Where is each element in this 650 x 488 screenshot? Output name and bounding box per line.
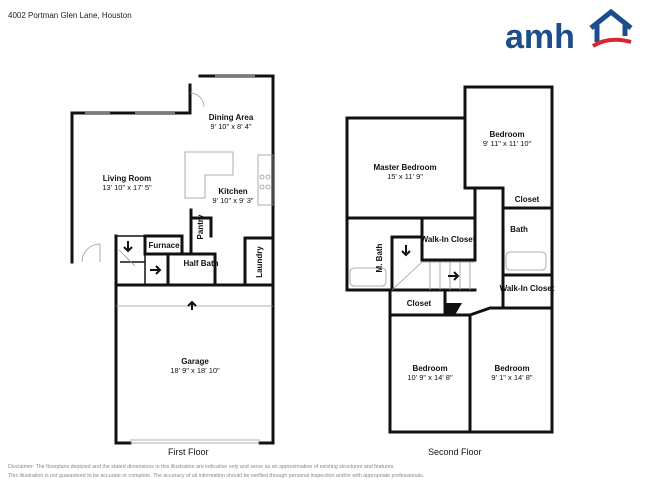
stair-arrow-icon xyxy=(123,241,133,253)
room-dims: 10' 9" x 14' 8" xyxy=(407,373,453,382)
room-dims: 9' 10" x 9' 3" xyxy=(212,196,253,205)
room-label: Living Room xyxy=(103,174,151,183)
room-label: Half Bath xyxy=(183,259,218,268)
room-label: Dining Area xyxy=(209,113,254,122)
stair-arrow-icon xyxy=(448,271,460,281)
first-floor-label: First Floor xyxy=(168,447,209,457)
room-dims: 18' 9" x 18' 10" xyxy=(170,366,220,375)
room-label: Closet xyxy=(407,299,432,308)
amh-logo: amh xyxy=(505,8,635,56)
stair-arrow-icon xyxy=(150,265,162,275)
room-label: Garage xyxy=(181,357,209,366)
room-dims: 9' 10" x 8' 4" xyxy=(210,122,251,131)
room-label: Bedroom xyxy=(412,364,447,373)
second-floor-label: Second Floor xyxy=(428,447,482,457)
room-label: Furnace xyxy=(148,241,180,250)
room-dims: 9' 11" x 11' 10" xyxy=(483,139,532,148)
room-label: Bedroom xyxy=(494,364,529,373)
disclaimer-line-2: This illustration is not guaranteed to b… xyxy=(8,473,425,479)
property-address: 4002 Portman Glen Lane, Houston xyxy=(8,11,132,20)
room-label: Bedroom xyxy=(489,130,524,139)
first-floor-plan: Dining Area 9' 10" x 8' 4" Living Room 1… xyxy=(70,74,275,445)
svg-text:amh: amh xyxy=(505,18,575,50)
disclaimer-line-1: Disclaimer: The floorplans depicted and … xyxy=(8,464,395,470)
room-label: Bath xyxy=(510,225,528,234)
stair-arrow-icon xyxy=(401,245,411,257)
room-label: Walk-In Closet xyxy=(500,284,555,293)
room-label: Kitchen xyxy=(218,187,247,196)
room-label: Walk-In Closet xyxy=(421,235,476,244)
second-floor-plan: Master Bedroom 15' x 11' 9" Bedroom 9' 1… xyxy=(345,85,555,434)
room-label: Pantry xyxy=(196,214,205,239)
room-label: Closet xyxy=(515,195,540,204)
room-dims: 15' x 11' 9" xyxy=(387,172,423,181)
room-label: Master Bedroom xyxy=(373,163,436,172)
room-dims: 9' 1" x 14' 8" xyxy=(491,373,532,382)
room-label: Laundry xyxy=(255,246,264,278)
room-dims: 13' 10" x 17' 5" xyxy=(102,183,152,192)
room-label: M. Bath xyxy=(375,243,384,272)
garage-arrow-icon xyxy=(187,300,197,310)
